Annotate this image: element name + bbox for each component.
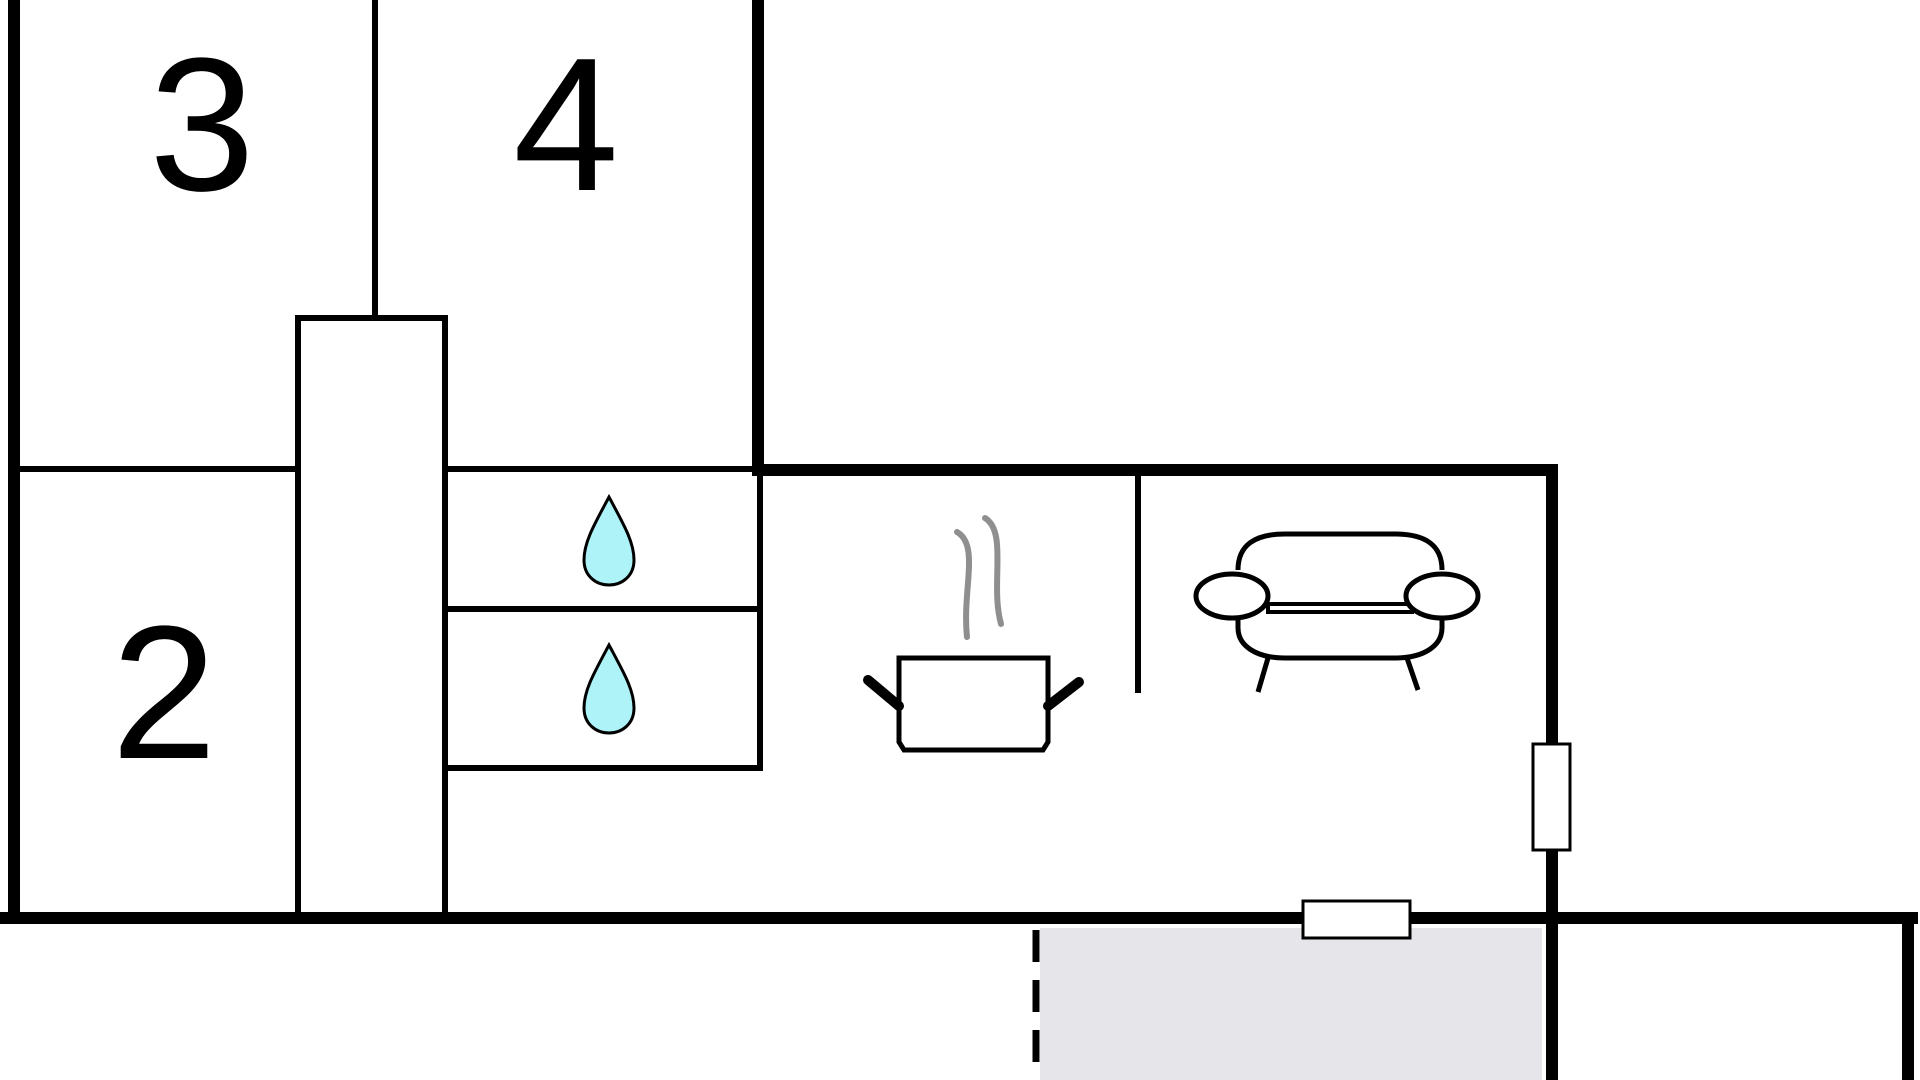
water-drop-icon [582,641,636,735]
room-number-4: 4 [513,19,619,231]
room-number-3: 3 [149,19,255,231]
sofa-icon [1193,531,1481,693]
room-number-2: 2 [111,587,217,799]
water-drop-icon [582,493,636,587]
window-right [1531,742,1572,852]
interior-walls [11,0,1141,1080]
window-bottom [1301,899,1412,940]
terrace-area [1040,928,1542,1080]
cooking-pot-icon [863,515,1084,753]
